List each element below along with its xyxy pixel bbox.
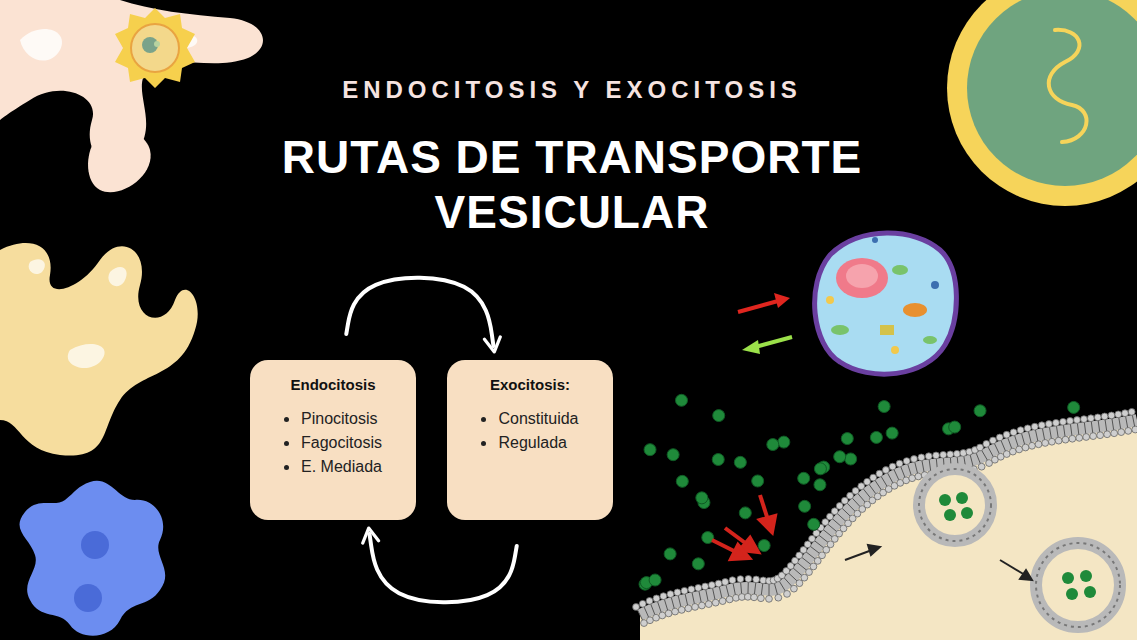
blob-highlight [20, 29, 62, 60]
item-text: Constituida [498, 407, 578, 431]
blob-highlight [68, 344, 105, 368]
in-arrow [738, 293, 790, 312]
bullet [284, 441, 289, 446]
animal-cell [815, 233, 957, 374]
box-heading: Endocitosis [290, 376, 375, 393]
subtitle: ENDOCITOSIS Y EXOCITOSIS [272, 76, 872, 104]
budding-vesicle [919, 469, 991, 541]
blue-cell [20, 481, 166, 636]
vesicle [1036, 543, 1120, 627]
bullet [481, 417, 486, 422]
item-text: Regulada [498, 431, 567, 455]
item-text: Pinocitosis [301, 407, 377, 431]
sun-cell [115, 8, 195, 88]
flow-arrows [845, 545, 1032, 580]
entry-arrows [712, 495, 775, 559]
blob-highlight [108, 267, 126, 286]
list-item: Constituida [481, 407, 578, 431]
item-text: Fagocitosis [301, 431, 382, 455]
process-box: EndocitosisPinocitosisFagocitosisE. Medi… [250, 360, 416, 520]
molecules [639, 394, 1080, 590]
ring-cell [947, 0, 1137, 206]
bullet [284, 465, 289, 470]
cytoplasm [640, 420, 1137, 640]
bullet [284, 417, 289, 422]
item-list: PinocitosisFagocitosisE. Mediada [284, 407, 382, 479]
list-item: Fagocitosis [284, 431, 382, 455]
blue-cell-nucleus [81, 531, 109, 559]
squiggle [1049, 30, 1087, 142]
bullet [481, 441, 486, 446]
blob-highlight [29, 259, 45, 274]
blob [88, 129, 151, 192]
item-list: ConstituidaRegulada [481, 407, 578, 455]
blue-cell-nucleus [74, 584, 102, 612]
list-item: Pinocitosis [284, 407, 382, 431]
phospholipids [633, 408, 1137, 626]
blob [0, 243, 198, 455]
list-item: E. Mediada [284, 455, 382, 479]
cycle-arrow [370, 534, 517, 602]
list-item: Regulada [481, 431, 578, 455]
process-box: Exocitosis: ConstituidaRegulada [447, 360, 613, 520]
cycle-arrow [346, 278, 493, 346]
item-text: E. Mediada [301, 455, 382, 479]
ring-cell-inner [967, 0, 1137, 186]
title: RUTAS DE TRANSPORTE VESICULAR [232, 130, 912, 240]
out-arrow [742, 337, 792, 354]
box-heading: Exocitosis: [490, 376, 570, 393]
